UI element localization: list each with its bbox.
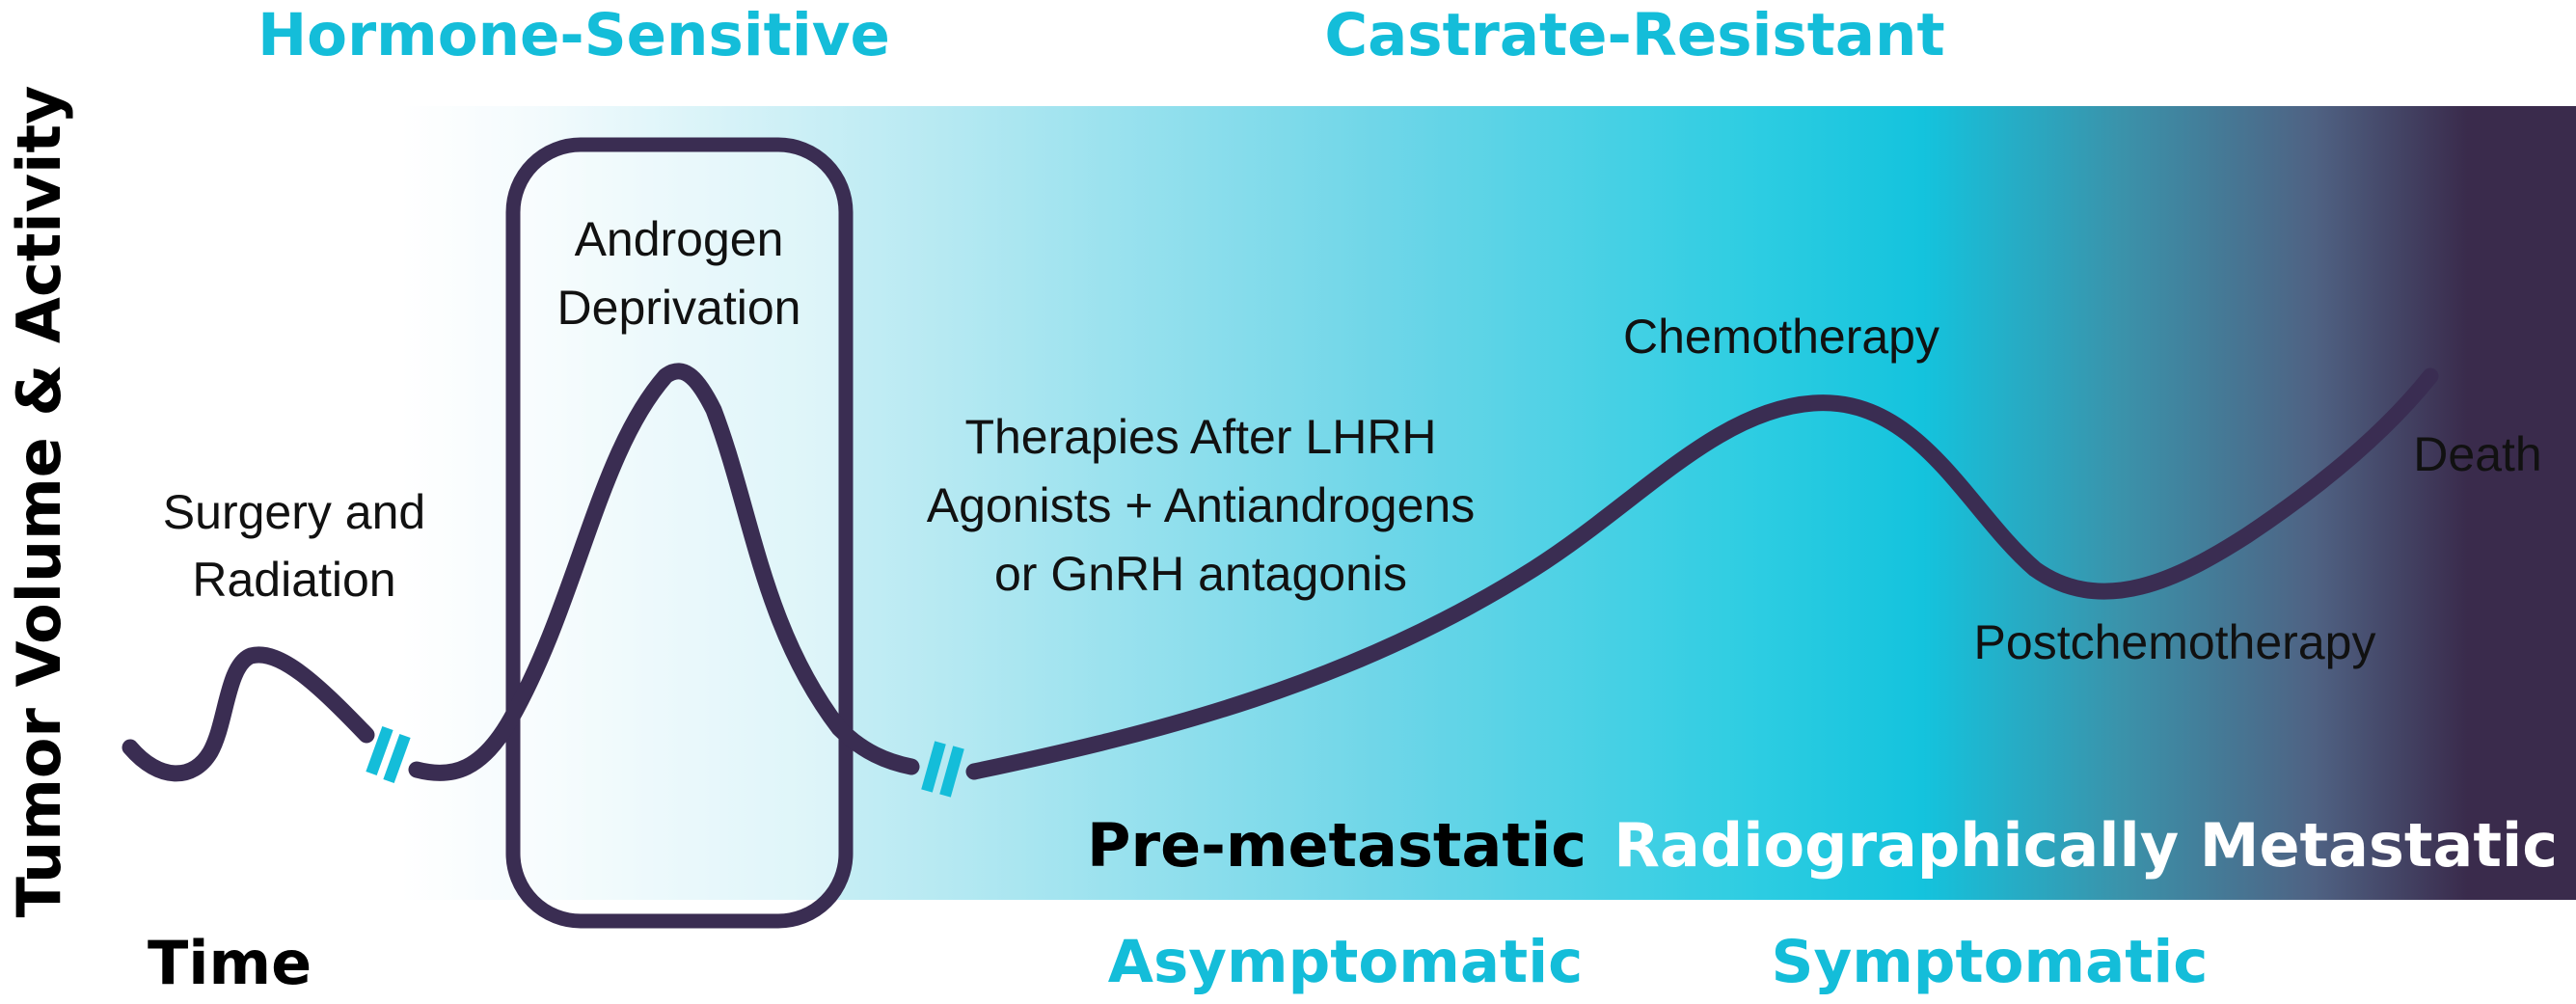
- stage-pre-metastatic: Pre-metastatic: [1087, 810, 1586, 881]
- annotation-therapies-line1: Therapies After LHRH: [964, 410, 1436, 464]
- progression-gradient-band: [400, 106, 2576, 900]
- androgen-deprivation-box: [505, 137, 854, 929]
- label-symptomatic: Symptomatic: [1772, 928, 2209, 996]
- break-icon-2: [921, 741, 964, 798]
- break-icon-1: [366, 725, 411, 784]
- y-axis-label: Tumor Volume & Activity: [4, 86, 74, 918]
- curve-segment-castrate: [965, 367, 2439, 780]
- curve-segment-surgery: [122, 646, 375, 782]
- annotation-chemotherapy: Chemotherapy: [1623, 310, 1939, 364]
- curve-segment-androgen: [408, 363, 920, 781]
- stage-radiographically-metastatic: Radiographically Metastatic: [1613, 810, 2558, 881]
- annotation-therapies-line2: Agonists + Antiandrogens: [927, 478, 1475, 532]
- annotation-therapies-line3: or GnRH antagonis: [994, 547, 1407, 601]
- annotation-androgen-line1: Androgen: [575, 212, 784, 266]
- phase-castrate-resistant: Castrate-Resistant: [1324, 1, 1944, 69]
- annotation-postchemotherapy: Postchemotherapy: [1974, 615, 2376, 669]
- label-asymptomatic: Asymptomatic: [1108, 928, 1584, 996]
- annotation-surgery-line1: Surgery and: [163, 485, 425, 539]
- x-axis-label: Time: [148, 928, 312, 998]
- annotation-surgery-line2: Radiation: [192, 553, 395, 607]
- annotation-androgen-line2: Deprivation: [557, 281, 801, 335]
- annotation-death: Death: [2413, 427, 2541, 481]
- phase-hormone-sensitive: Hormone-Sensitive: [258, 1, 890, 69]
